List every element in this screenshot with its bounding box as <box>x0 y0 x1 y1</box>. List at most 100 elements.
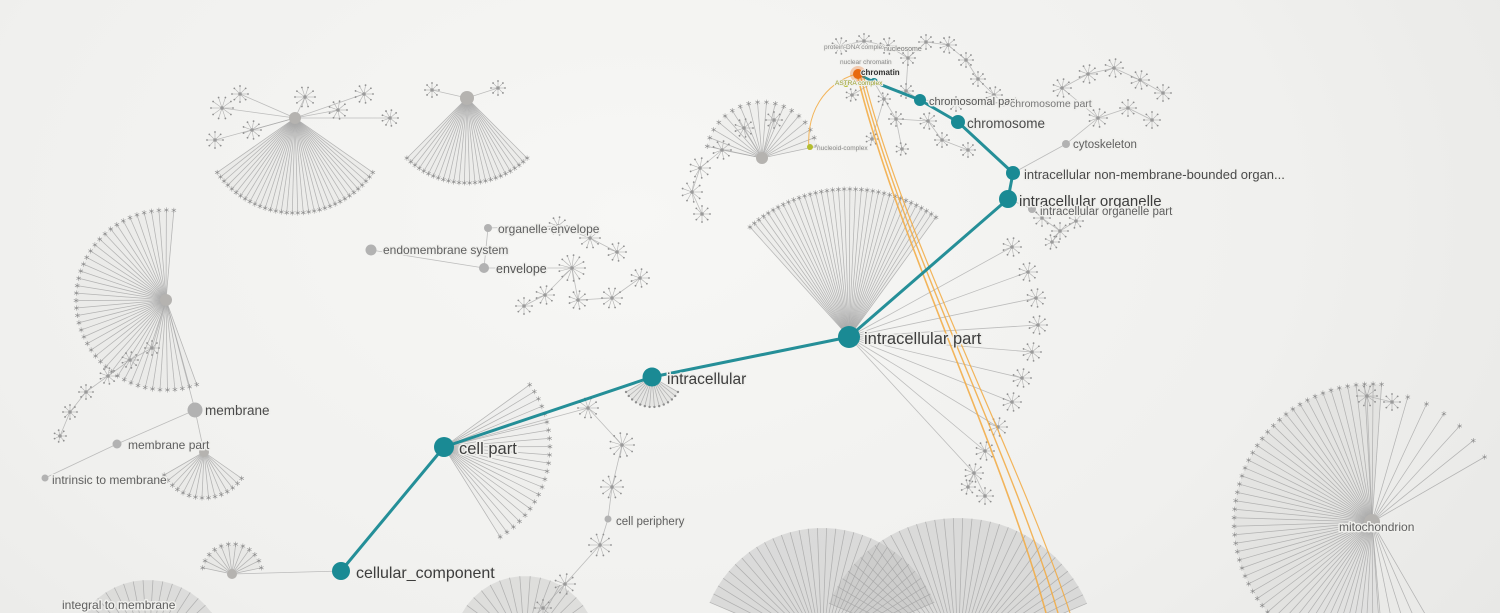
flower-hub-node[interactable] <box>620 443 624 447</box>
flower-hub-node[interactable] <box>238 92 242 96</box>
flower-hub-node[interactable] <box>1150 118 1154 122</box>
flower-hub-node[interactable] <box>598 543 602 547</box>
term-node[interactable] <box>112 439 122 449</box>
flower-hub-node[interactable] <box>336 108 340 112</box>
flower-hub-node[interactable] <box>84 390 88 394</box>
flower-hub-node[interactable] <box>983 494 987 498</box>
flower-hub-node[interactable] <box>976 77 980 81</box>
flower-hub-node[interactable] <box>1058 229 1062 233</box>
flower-hub-node[interactable] <box>698 166 702 170</box>
cluster-hub-node[interactable] <box>199 447 209 457</box>
flower-hub-node[interactable] <box>894 117 898 121</box>
label-chromosome-part[interactable]: chromosome part <box>1009 97 1094 112</box>
label-integral-to-membrane[interactable]: integral to membrane <box>61 597 178 613</box>
flower-hub-node[interactable] <box>900 147 904 151</box>
term-node[interactable] <box>365 244 377 256</box>
flower-hub-node[interactable] <box>586 406 590 410</box>
flower-hub-node[interactable] <box>610 485 614 489</box>
label-organelle-envelope[interactable]: organelle envelope <box>497 221 602 238</box>
label-chromosomal-part[interactable]: chromosomal part <box>928 95 1019 110</box>
flower-hub-node[interactable] <box>522 304 526 308</box>
flower-hub-node[interactable] <box>862 39 866 43</box>
label-intracellular-non-membrane-bounded-organ[interactable]: intracellular non-membrane-bounded organ… <box>1023 166 1287 184</box>
flower-hub-node[interactable] <box>1020 376 1024 380</box>
term-node[interactable] <box>484 224 492 232</box>
flower-hub-node[interactable] <box>1036 323 1040 327</box>
flower-hub-node[interactable] <box>906 56 910 60</box>
node-intracellular-organelle[interactable] <box>999 190 1017 208</box>
flower-hub-node[interactable] <box>1086 72 1090 76</box>
node-intracellular[interactable] <box>642 367 662 387</box>
flower-hub-node[interactable] <box>1040 216 1044 220</box>
flower-hub-node[interactable] <box>106 374 110 378</box>
flower-hub-node[interactable] <box>303 95 307 99</box>
flower-hub-node[interactable] <box>1126 106 1130 110</box>
label-chromosome[interactable]: chromosome <box>966 115 1047 133</box>
label-cell-periphery[interactable]: cell periphery <box>615 515 687 530</box>
cluster-hub-node[interactable] <box>289 112 301 124</box>
label-cell-part[interactable]: cell part <box>458 439 519 460</box>
label-intracellular-organelle-part[interactable]: intracellular organelle part <box>1039 205 1175 220</box>
label-chromatin[interactable]: chromatin <box>860 67 901 78</box>
flower-hub-node[interactable] <box>972 471 976 475</box>
node-chromatin-branch[interactable] <box>870 78 878 86</box>
label-astra-complex[interactable]: ASTRA complex <box>834 79 884 88</box>
flower-hub-node[interactable] <box>946 43 950 47</box>
label-intracellular-part[interactable]: intracellular part <box>863 329 984 350</box>
label-membrane[interactable]: membrane <box>204 402 272 420</box>
flower-hub-node[interactable] <box>588 236 592 240</box>
flower-hub-node[interactable] <box>966 485 970 489</box>
flower-hub-node[interactable] <box>1365 394 1369 398</box>
label-cellular-component[interactable]: cellular_component <box>355 564 497 584</box>
flower-hub-node[interactable] <box>1050 240 1054 244</box>
flower-hub-node[interactable] <box>924 40 928 44</box>
cluster-hub-node[interactable] <box>227 569 237 579</box>
flower-hub-node[interactable] <box>1026 270 1030 274</box>
flower-hub-node[interactable] <box>882 97 886 101</box>
flower-hub-node[interactable] <box>690 190 694 194</box>
flower-hub-node[interactable] <box>940 138 944 142</box>
node-chromatin-focus[interactable] <box>853 69 863 79</box>
flower-hub-node[interactable] <box>610 296 614 300</box>
flower-hub-node[interactable] <box>250 128 254 132</box>
flower-hub-node[interactable] <box>1034 296 1038 300</box>
flower-hub-node[interactable] <box>541 606 545 610</box>
label-intracellular-organelle[interactable]: intracellular organelle <box>1018 192 1164 212</box>
label-endomembrane-system[interactable]: endomembrane system <box>382 242 510 259</box>
flower-hub-node[interactable] <box>983 449 987 453</box>
flower-hub-node[interactable] <box>1161 91 1165 95</box>
flower-hub-node[interactable] <box>966 148 970 152</box>
flower-hub-node[interactable] <box>543 293 547 297</box>
flower-hub-node[interactable] <box>68 410 72 414</box>
cluster-hub-node[interactable] <box>160 294 172 306</box>
flower-hub-node[interactable] <box>1390 400 1394 404</box>
label-membrane-part[interactable]: membrane part <box>127 437 212 454</box>
flower-hub-node[interactable] <box>638 276 642 280</box>
flower-hub-node[interactable] <box>128 358 132 362</box>
flower-hub-node[interactable] <box>720 148 724 152</box>
term-node-highlight-green[interactable] <box>843 81 849 87</box>
label-intrinsic-to-membrane[interactable]: intrinsic to membrane <box>51 472 169 489</box>
node-cell-part[interactable] <box>434 437 454 457</box>
node-intracellular-part[interactable] <box>838 326 860 348</box>
flower-hub-node[interactable] <box>58 434 62 438</box>
flower-hub-node[interactable] <box>992 93 996 97</box>
flower-hub-node[interactable] <box>954 102 958 106</box>
cluster-hub-node[interactable] <box>460 91 474 105</box>
flower-hub-node[interactable] <box>496 86 500 90</box>
flower-hub-node[interactable] <box>1096 116 1100 120</box>
flower-hub-node[interactable] <box>362 92 366 96</box>
flower-hub-node[interactable] <box>1138 78 1142 82</box>
flower-hub-node[interactable] <box>870 137 874 141</box>
term-node-highlight-green[interactable] <box>807 144 813 150</box>
flower-hub-node[interactable] <box>700 212 704 216</box>
label-nucleoid-complex[interactable]: nucleoid-complex <box>816 144 869 153</box>
term-node[interactable] <box>1062 140 1070 148</box>
label-nucleosome[interactable]: nucleosome <box>883 45 923 54</box>
flower-hub-node[interactable] <box>904 89 908 93</box>
flower-hub-node[interactable] <box>742 126 746 130</box>
flower-hub-node[interactable] <box>1010 400 1014 404</box>
cluster-hub-node[interactable] <box>1364 514 1380 530</box>
flower-hub-node[interactable] <box>430 88 434 92</box>
